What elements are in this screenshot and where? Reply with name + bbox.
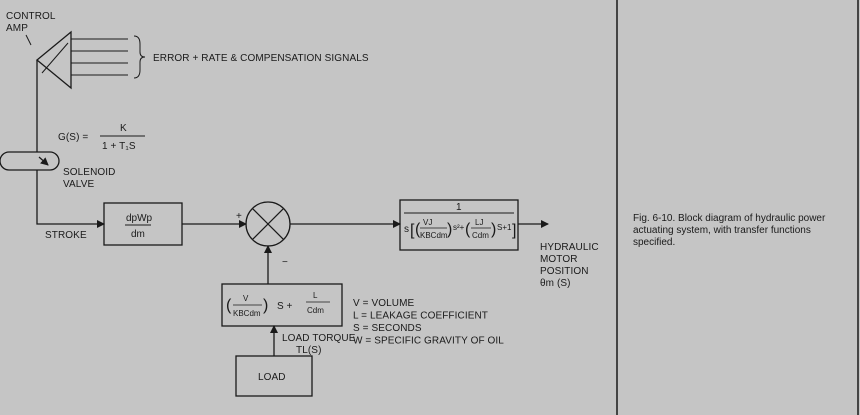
legend-entry: S = SECONDS [353, 323, 422, 334]
leakage-block [221, 283, 343, 327]
load-torque-label-1: LOAD TORQUE [282, 333, 356, 344]
load-label: LOAD [258, 372, 286, 383]
leak-block-cdm: Cdm [307, 306, 324, 315]
leak-block-v: V [243, 294, 249, 303]
hydraulic-label-4: θm (S) [540, 278, 571, 289]
motor-block-tail: S+1 [497, 223, 512, 232]
motor-block-lj: LJ [475, 218, 483, 227]
load-torque-label-2: TL(S) [296, 345, 322, 356]
summing-junction-cross-b [251, 207, 285, 241]
control-amp-label-1: CONTROL [6, 11, 56, 22]
motor-block-bracket-close: ] [512, 222, 516, 239]
motor-block-bracket-open: [ [410, 222, 415, 239]
signals-brace [133, 35, 146, 79]
gs-denominator: 1 + T₁S [102, 141, 136, 152]
minus-sign: − [282, 257, 288, 268]
solenoid-label-1: SOLENOID [63, 167, 115, 178]
leak-block-s: S + [277, 301, 292, 312]
error-signals-label: ERROR + RATE & COMPENSATION SIGNALS [153, 53, 369, 64]
motor-block-paren2-open: ( [465, 221, 471, 238]
legend-entry: L = LEAKAGE COEFFICIENT [353, 311, 488, 322]
leak-block-l: L [313, 291, 318, 300]
stroke-block-numerator: dpWp [126, 213, 153, 224]
hydraulic-label-3: POSITION [540, 266, 589, 277]
leak-block-kbcdm: KBCdm [233, 309, 261, 318]
stroke-block-denominator: dm [131, 229, 145, 240]
valve-to-stroke-line [36, 170, 105, 228]
solenoid-arrow [38, 156, 49, 166]
motor-block-vj: VJ [423, 218, 432, 227]
motor-block-kbcdm: KBCdm [420, 231, 448, 240]
control-amp-pointer [25, 34, 32, 46]
motor-block [399, 199, 519, 251]
load-block [235, 355, 313, 397]
motor-block-numerator: 1 [456, 202, 462, 213]
gs-numerator: K [120, 123, 127, 134]
legend-entry: W = SPECIFIC GRAVITY OF OIL [353, 336, 504, 347]
leak-block-paren-open: ( [226, 297, 232, 314]
hydraulic-label-1: HYDRAULIC [540, 242, 599, 253]
motor-block-paren-close: ) [447, 221, 452, 238]
control-amp-triangle [35, 30, 72, 90]
motor-block-s2: s²+ [453, 223, 465, 232]
motor-block-s: s [404, 224, 409, 235]
plus-sign: + [236, 211, 242, 222]
hydraulic-label-2: MOTOR [540, 254, 578, 265]
motor-block-paren2-close: ) [491, 221, 496, 238]
stroke-label: STROKE [45, 230, 87, 241]
solenoid-valve [0, 151, 60, 171]
figure-caption: Fig. 6-10. Block diagram of hydraulic po… [633, 213, 826, 248]
control-amp-label-2: AMP [6, 23, 28, 34]
amp-variable-gain-arrow [41, 42, 69, 74]
motor-block-paren-open: ( [415, 221, 421, 238]
motor-block-cdm: Cdm [472, 231, 489, 240]
gs-label: G(S) = [58, 132, 88, 143]
solenoid-label-2: VALVE [63, 179, 94, 190]
legend-entry: V = VOLUME [353, 298, 415, 309]
leak-block-paren-close: ) [263, 297, 268, 314]
